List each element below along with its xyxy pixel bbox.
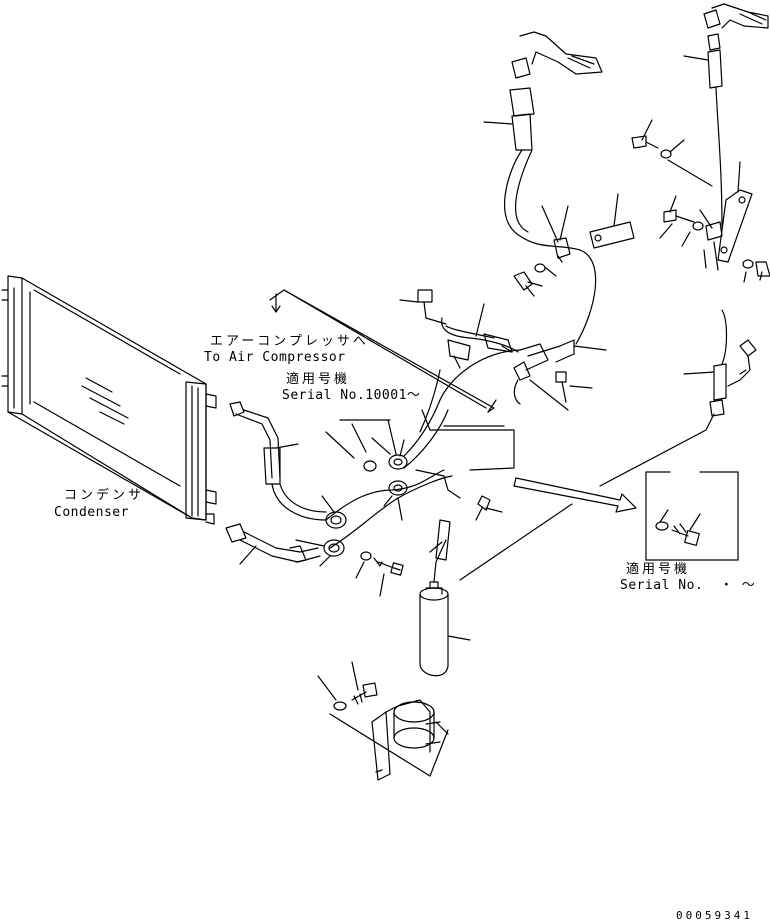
hose-upper-center	[483, 31, 635, 411]
condenser-outlet-hose	[229, 401, 327, 521]
to-compressor-label-jp: エアーコンプレッサへ	[210, 334, 369, 349]
condenser-label-jp: コンデンサ	[64, 488, 145, 503]
condenser-inlet-hose	[225, 523, 321, 565]
condenser-assembly	[1, 275, 217, 525]
drawing-number: 00059341	[676, 909, 753, 922]
serial-applicable-label-jp-2: 適用号機	[626, 562, 691, 577]
serial-from-label: Serial No.10001～	[282, 388, 421, 403]
hose-upper-right	[599, 3, 770, 487]
callout-lines	[269, 289, 739, 561]
serial-applicable-label-jp: 適用号機	[286, 372, 351, 387]
hose-routing-center	[325, 349, 521, 549]
drier-bracket	[317, 661, 449, 781]
serial-blank-label: Serial No. ・ ～	[620, 578, 756, 593]
condenser-label-en: Condenser	[54, 505, 129, 520]
inset-washer-bolt	[655, 509, 701, 546]
to-compressor-label-en: To Air Compressor	[204, 350, 346, 365]
receiver-drier	[419, 495, 573, 677]
compressor-hose	[399, 289, 519, 433]
clamp-group-center	[295, 419, 408, 597]
